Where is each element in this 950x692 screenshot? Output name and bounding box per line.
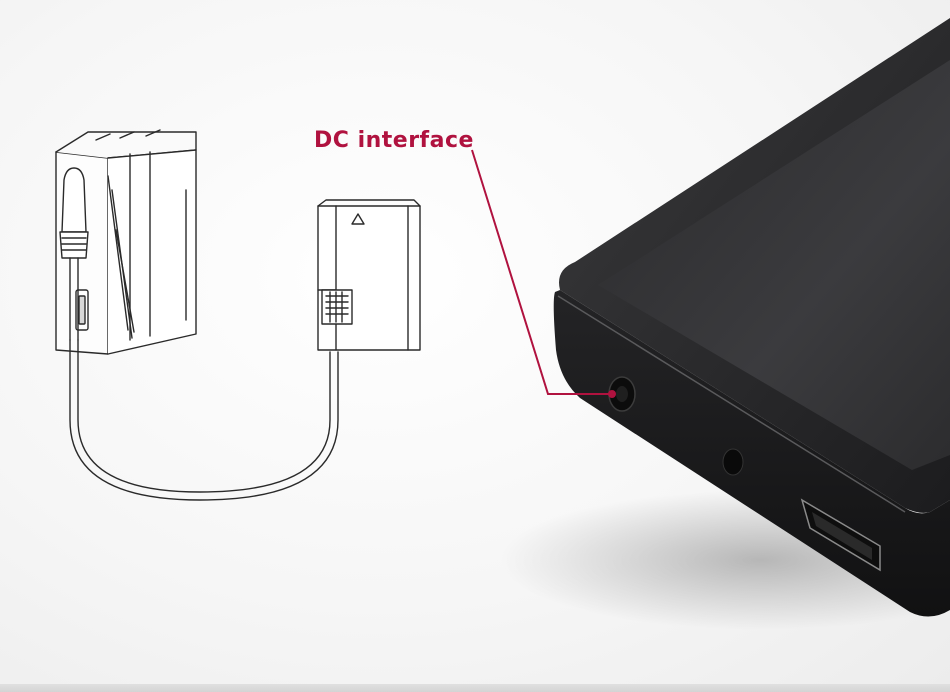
callout-dot: [608, 390, 616, 398]
bottom-strip: [0, 684, 950, 692]
battery-plate-drawing: [55, 129, 197, 355]
dc-jack: [608, 376, 636, 412]
monitor-photo: [500, 18, 950, 630]
dc-interface-label: DC interface: [314, 128, 474, 153]
hdmi-port: [800, 498, 881, 572]
dummy-battery-drawing: [317, 199, 421, 351]
callout-line: [471, 149, 612, 395]
